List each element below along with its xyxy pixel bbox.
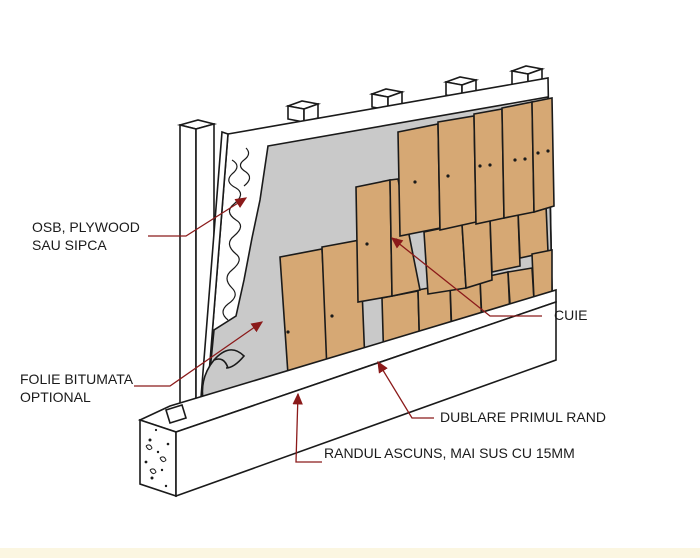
folie-arrow [134, 321, 264, 387]
randul-arrow [292, 392, 322, 463]
label-osb-line1: OSB, PLYWOOD [32, 219, 140, 235]
label-osb: OSB, PLYWOOD SAU SIPCA [32, 218, 140, 254]
label-randul: RANDUL ASCUNS, MAI SUS CU 15MM [324, 445, 575, 461]
bottom-band [0, 548, 700, 558]
dublare-arrow [377, 360, 434, 419]
shingle-row-upper [397, 97, 555, 237]
label-cuie: CUIE [554, 307, 588, 323]
nail-dots [286, 149, 550, 334]
label-folie-line2: OPTIONAL [20, 389, 91, 405]
label-dublare: DUBLARE PRIMUL RAND [440, 409, 606, 425]
top-battens [284, 65, 546, 124]
osb-arrow [148, 197, 248, 237]
leader-arrows [134, 197, 542, 463]
shingle-row-middle [355, 178, 553, 303]
foundation-base [137, 288, 557, 498]
label-folie-line1: FOLIE BITUMATA [20, 371, 134, 387]
cuie-arrow [390, 237, 542, 317]
label-folie: FOLIE BITUMATA OPTIONAL [20, 370, 133, 406]
label-osb-line2: SAU SIPCA [32, 237, 107, 253]
